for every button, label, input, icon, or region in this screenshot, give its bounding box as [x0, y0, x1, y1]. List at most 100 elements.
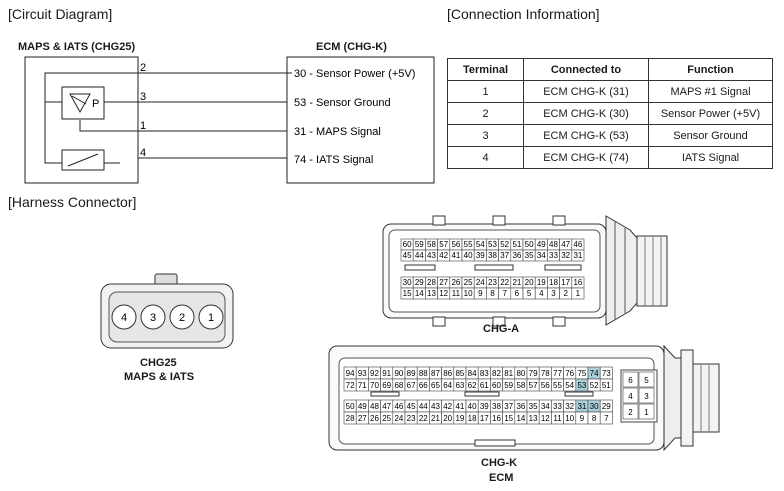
connector-pin-cell [638, 403, 655, 420]
connector-pin-number: 81 [504, 369, 513, 378]
connector-pin-number: 21 [431, 414, 440, 423]
connector-pin-number: 17 [561, 278, 570, 287]
connector-pin-number: 16 [492, 414, 501, 423]
cell-connected-to: ECM CHG-K (74) [523, 146, 649, 169]
connector-pin-number: 24 [476, 278, 485, 287]
connector-pin-number: 36 [512, 251, 521, 260]
connector-pin-number: 64 [443, 381, 452, 390]
connector-pin-number: 7 [502, 289, 507, 298]
sensor-pin-label: 2 [140, 62, 146, 74]
connector-pin-number: 3 [644, 392, 649, 401]
connector-pin-number: 58 [427, 240, 436, 249]
connector-pin-number: 27 [439, 278, 448, 287]
connector-pin-number: 48 [549, 240, 558, 249]
connector-pin-number: 52 [590, 381, 599, 390]
connector-pin-number: 57 [439, 240, 448, 249]
connector-pin-number: 50 [346, 402, 355, 411]
ecm-box [286, 56, 435, 184]
connector-pin-number: 51 [602, 381, 611, 390]
connector-pin-number: 52 [500, 240, 509, 249]
connector-pin-number: 49 [537, 240, 546, 249]
ecm-pin-label: 74 - IATS Signal [294, 154, 373, 166]
connector-pin-number: 72 [346, 381, 355, 390]
connector-pin-number: 91 [382, 369, 391, 378]
connector-pin-number: 55 [553, 381, 562, 390]
connector-pin-cell [571, 249, 585, 262]
connector-pin-number: 59 [504, 381, 513, 390]
cell-connected-to: ECM CHG-K (30) [523, 102, 649, 125]
connector-pin-number: 15 [403, 289, 412, 298]
chg25-pin [140, 304, 166, 330]
connector-pin-number: 37 [500, 251, 509, 260]
connector-pin-cell [571, 287, 585, 300]
connector-pin-number: 31 [577, 402, 586, 411]
cell-terminal: 4 [447, 146, 524, 169]
connector-pin-number: 65 [431, 381, 440, 390]
connector-pin-number: 1 [644, 408, 649, 417]
table-row: 4 ECM CHG-K (74) IATS Signal [447, 146, 773, 169]
connector-pin-number: 29 [415, 278, 424, 287]
connector-pin-number: 14 [516, 414, 525, 423]
connector-pin-number: 27 [358, 414, 367, 423]
chg25-pin [198, 304, 224, 330]
connection-information-heading: [Connection Information] [447, 6, 600, 22]
connector-pin-number: 20 [525, 278, 534, 287]
chg25-pin-number: 1 [208, 312, 214, 324]
connector-pin-number: 78 [541, 369, 550, 378]
header-function: Function [648, 58, 773, 81]
connector-pin-number: 53 [577, 381, 586, 390]
connector-pin-number: 2 [628, 408, 633, 417]
chg25-pin-number: 2 [179, 312, 185, 324]
header-terminal: Terminal [447, 58, 524, 81]
connector-pin-number: 26 [370, 414, 379, 423]
connector-pin-cell [638, 387, 655, 404]
connector-pin-number: 86 [443, 369, 452, 378]
connector-pin-number: 90 [394, 369, 403, 378]
connector-pin-number: 60 [492, 381, 501, 390]
cell-connected-to: ECM CHG-K (31) [523, 80, 649, 103]
connector-pin-number: 38 [488, 251, 497, 260]
connector-pin-number: 67 [407, 381, 416, 390]
connector-pin-number: 5 [644, 376, 649, 385]
connector-pin-number: 23 [407, 414, 416, 423]
connector-pin-number: 39 [476, 251, 485, 260]
table-row: 1 ECM CHG-K (31) MAPS #1 Signal [447, 80, 773, 103]
connection-table: Terminal Connected to Function 1 ECM CHG… [447, 58, 773, 169]
connector-pin-number: 51 [512, 240, 521, 249]
connector-pin-number: 76 [565, 369, 574, 378]
connector-pin-number: 55 [464, 240, 473, 249]
connector-pin-number: 21 [512, 278, 521, 287]
connector-pin-cell [599, 411, 613, 425]
connector-pin-number: 42 [443, 402, 452, 411]
connector-pin-number: 4 [539, 289, 544, 298]
connector-pin-number: 26 [451, 278, 460, 287]
connector-pin-number: 3 [551, 289, 556, 298]
connector-pin-number: 66 [419, 381, 428, 390]
connector-pin-number: 14 [415, 289, 424, 298]
sensor-pin-label: 3 [140, 91, 146, 103]
connector-pin-number: 35 [525, 251, 534, 260]
connector-pin-number: 82 [492, 369, 501, 378]
connector-pin-number: 70 [370, 381, 379, 390]
chg25-pin [169, 304, 195, 330]
connector-pin-number: 44 [419, 402, 428, 411]
connector-pin-number: 29 [602, 402, 611, 411]
connector-pin-number: 37 [504, 402, 513, 411]
connector-pin-number: 49 [358, 402, 367, 411]
connector-pin-number: 56 [451, 240, 460, 249]
connector-pin-number: 40 [464, 251, 473, 260]
connector-pin-number: 30 [590, 402, 599, 411]
connector-pin-number: 19 [455, 414, 464, 423]
cell-terminal: 1 [447, 80, 524, 103]
connector-pin-number: 58 [516, 381, 525, 390]
header-connected-to: Connected to [523, 58, 649, 81]
connector-pin-number: 25 [382, 414, 391, 423]
connector-pin-number: 16 [573, 278, 582, 287]
connector-pin-number: 17 [480, 414, 489, 423]
connector-pin-number: 84 [468, 369, 477, 378]
connector-pin-number: 18 [468, 414, 477, 423]
connector-pin-number: 19 [537, 278, 546, 287]
